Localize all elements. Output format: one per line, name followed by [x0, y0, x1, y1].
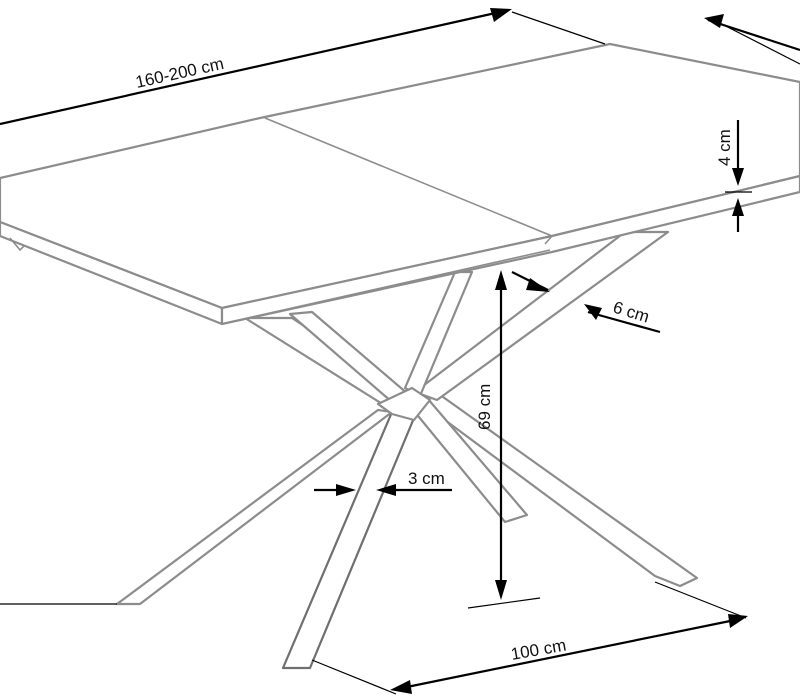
- leg-upper-right: [413, 230, 670, 402]
- dimension-top-thickness: 4 cm: [715, 120, 752, 232]
- leg-front-center: [281, 410, 416, 670]
- under-frame-line: [229, 249, 551, 323]
- dimension-table-height: 69 cm: [467, 270, 541, 609]
- leg-back-right: [416, 390, 699, 588]
- extension-seam-edge: [544, 235, 553, 245]
- table-top: [0, 42, 800, 326]
- extension-seam: [264, 117, 553, 237]
- label-leg-width: 3 cm: [408, 469, 445, 488]
- dimension-leg-width: 3 cm: [314, 469, 452, 496]
- left-support-block: [9, 237, 25, 252]
- label-frame-height: 6 cm: [611, 298, 652, 327]
- table-base-legs: [115, 230, 699, 670]
- label-length: 160-200 cm: [134, 54, 226, 92]
- leg-hub: [376, 386, 432, 422]
- label-top-thickness: 4 cm: [715, 129, 734, 166]
- label-table-height: 69 cm: [475, 384, 494, 430]
